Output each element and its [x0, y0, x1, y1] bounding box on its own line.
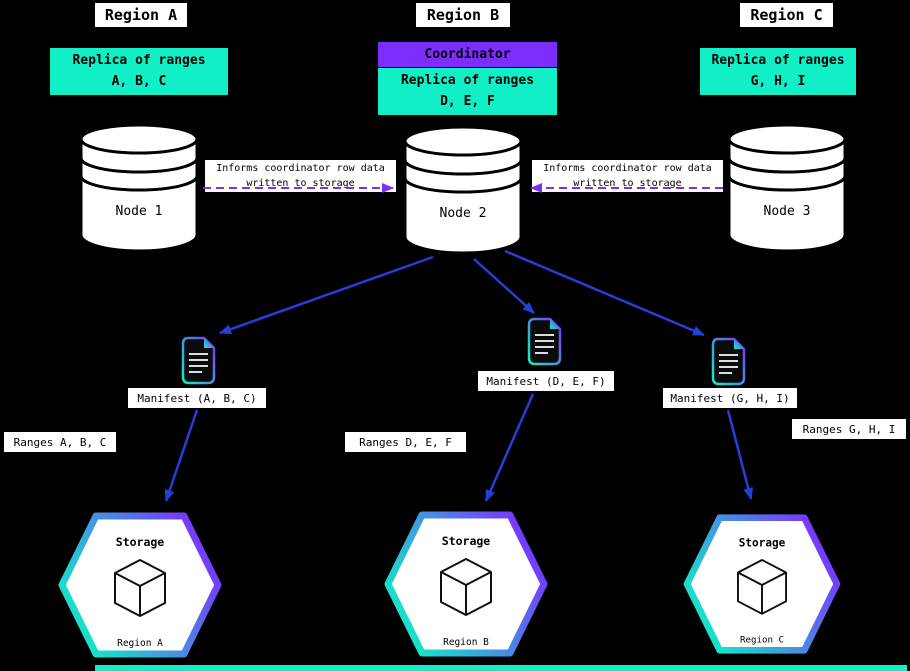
manifest-b-file-icon: [527, 317, 562, 366]
arrow-manifest-a-to-storage-a: [164, 409, 199, 502]
replica-ranges-c-box: Replica of ranges G, H, I: [700, 48, 856, 95]
cylinder-ridge: [79, 157, 199, 174]
cube-icon: [114, 559, 166, 617]
region-b-header: Region B: [416, 3, 510, 27]
cube-icon: [737, 559, 787, 615]
replica-b-ranges: D, E, F: [440, 93, 495, 109]
manifest-a-file-icon: [181, 336, 216, 385]
replica-a-title: Replica of ranges: [72, 53, 206, 69]
inform-label-left-line2: written to storage: [246, 178, 355, 189]
inform-label-left-line1: Informs coordinator row data: [216, 162, 385, 174]
ranges-b-label-text: Ranges D, E, F: [359, 435, 452, 449]
node2-database-icon: Node 2: [403, 125, 523, 255]
manifest-b-label: Manifest (D, E, F): [478, 371, 614, 391]
cylinder-ridge: [727, 175, 847, 192]
cylinder-ridge: [79, 175, 199, 192]
ranges-b-label: Ranges D, E, F: [345, 432, 466, 452]
storage-b-hexagon: Storage Region B: [384, 511, 548, 657]
cylinder-ridge: [403, 177, 523, 194]
manifest-c-label: Manifest (G, H, I): [663, 388, 797, 408]
cube-icon: [440, 558, 492, 616]
manifest-b-label-text: Manifest (D, E, F): [486, 374, 606, 388]
manifest-c-file-icon: [711, 337, 746, 386]
ranges-a-label: Ranges A, B, C: [4, 432, 116, 452]
arrow-node2-to-manifest-a: [219, 255, 434, 335]
inform-label-right-line2: written to storage: [573, 178, 682, 189]
file-fold-corner: [734, 339, 744, 349]
cylinder-top: [727, 123, 847, 155]
replica-ranges-a-box: Replica of ranges A, B, C: [50, 48, 228, 95]
inform-label-right: Informs coordinator row data written to …: [532, 160, 723, 192]
file-text-lines: [189, 353, 208, 373]
node1-label: Node 1: [116, 204, 163, 219]
node1-database-icon: Node 1: [79, 123, 199, 253]
cylinder-body: [727, 139, 847, 253]
cylinder-body: [403, 141, 523, 255]
storage-b-title: Storage: [442, 534, 491, 548]
region-c-header-label: Region C: [750, 6, 823, 24]
storage-c-region: Region C: [740, 636, 784, 646]
manifest-a-label-text: Manifest (A, B, C): [137, 391, 257, 405]
file-fold-corner: [550, 319, 560, 329]
replica-c-title: Replica of ranges: [711, 53, 845, 69]
storage-a-region: Region A: [117, 638, 163, 649]
storage-a-hexagon: Storage Region A: [58, 512, 222, 658]
replica-ranges-b-box: Replica of ranges D, E, F: [378, 68, 557, 115]
ranges-c-label: Ranges G, H, I: [792, 419, 906, 439]
cylinder-top: [403, 125, 523, 157]
node2-label: Node 2: [440, 206, 487, 221]
ranges-a-label-text: Ranges A, B, C: [13, 435, 107, 449]
ranges-c-label-text: Ranges G, H, I: [802, 422, 896, 436]
file-fold-corner: [204, 338, 214, 348]
cylinder-ridge: [403, 159, 523, 176]
inform-label-left: Informs coordinator row data written to …: [205, 160, 396, 192]
storage-a-title: Storage: [116, 535, 165, 549]
manifest-c-label-text: Manifest (G, H, I): [670, 391, 790, 405]
coordinator-box: Coordinator: [378, 42, 557, 67]
manifest-a-label: Manifest (A, B, C): [128, 388, 266, 408]
node3-label: Node 3: [764, 204, 811, 219]
storage-b-region: Region B: [443, 637, 489, 648]
arrow-node2-to-manifest-b: [473, 258, 535, 314]
cylinder-top: [79, 123, 199, 155]
storage-c-title: Storage: [739, 537, 786, 550]
replica-a-ranges: A, B, C: [111, 73, 167, 89]
region-a-header: Region A: [95, 3, 187, 27]
cylinder-ridge: [727, 157, 847, 174]
node3-database-icon: Node 3: [727, 123, 847, 253]
region-a-header-label: Region A: [104, 6, 178, 24]
coordinator-label: Coordinator: [424, 47, 511, 62]
replica-c-ranges: G, H, I: [750, 73, 806, 89]
cylinder-body: [79, 139, 199, 253]
bottom-accent-bar: [95, 665, 907, 671]
file-text-lines: [719, 354, 738, 374]
arrow-manifest-c-to-storage-c: [726, 409, 754, 500]
inform-label-right-line1: Informs coordinator row data: [543, 162, 712, 174]
replica-b-title: Replica of ranges: [400, 73, 535, 89]
region-c-header: Region C: [740, 3, 833, 27]
region-b-header-label: Region B: [426, 6, 500, 24]
storage-c-hexagon: Storage Region C: [683, 514, 841, 654]
arrow-manifest-b-to-storage-b: [484, 393, 535, 502]
